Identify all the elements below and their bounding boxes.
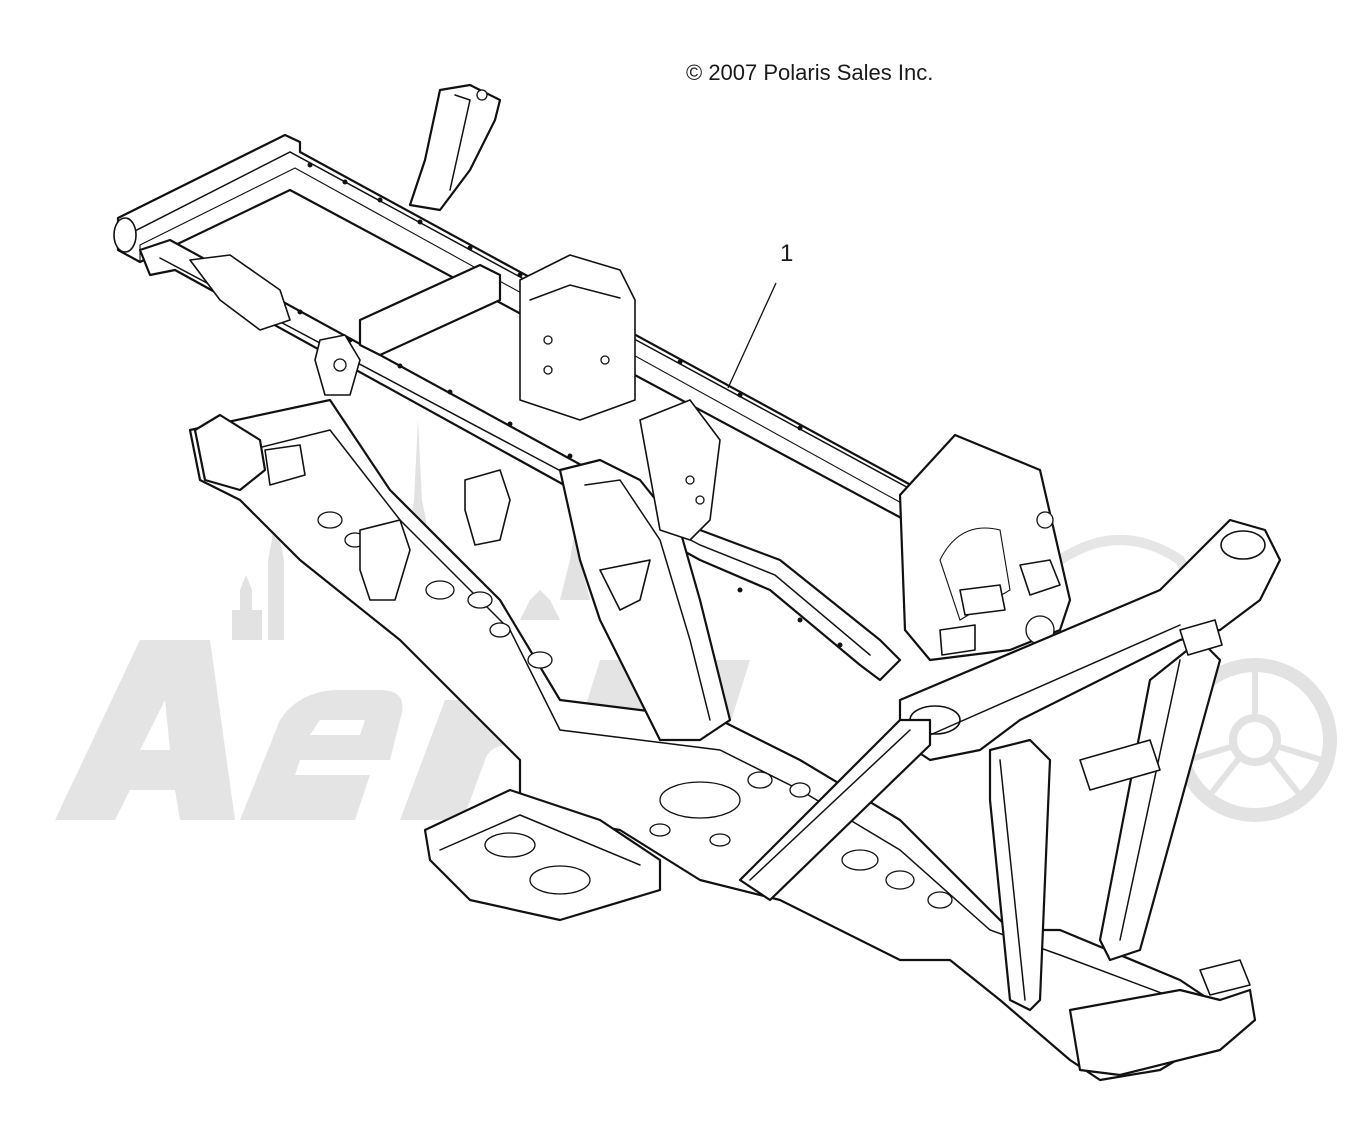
cross-member	[358, 254, 636, 421]
right-legs	[988, 619, 1223, 1012]
callout-leader-line	[727, 282, 777, 389]
copyright-text: © 2007 Polaris Sales Inc.	[686, 60, 934, 85]
callout-label-1: 1	[780, 240, 794, 267]
front-upright	[408, 83, 502, 212]
diagonal-brace	[738, 718, 932, 902]
right-bumper-tube	[898, 518, 1282, 762]
right-tower-plate	[898, 433, 1072, 662]
left-footrest	[423, 788, 662, 922]
left-front-bracket	[193, 413, 511, 601]
left-mount-bracket	[189, 254, 361, 396]
floor-holes	[317, 511, 953, 909]
front-end-cap	[1068, 959, 1257, 1077]
center-post	[558, 399, 732, 742]
upper-frame-rail	[113, 133, 932, 682]
